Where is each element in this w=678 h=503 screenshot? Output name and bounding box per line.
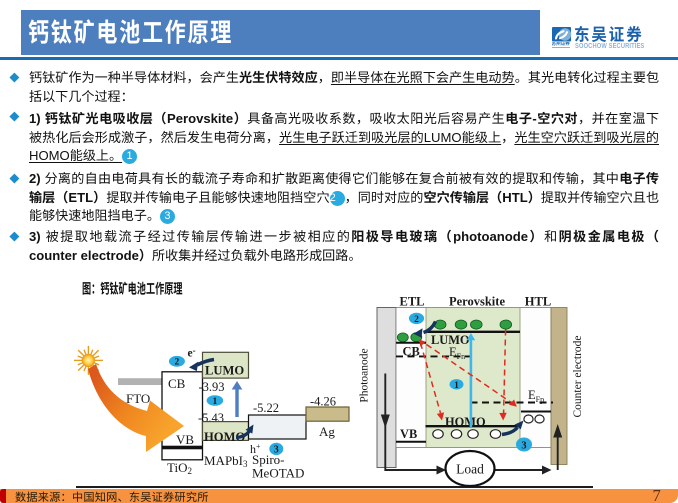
svg-text:3: 3 [274, 445, 279, 456]
svg-text:Spiro-: Spiro- [252, 452, 285, 467]
svg-text:LUMO: LUMO [205, 364, 244, 378]
svg-text:FTO: FTO [126, 391, 150, 406]
svg-text:3: 3 [521, 441, 526, 452]
svg-text:TiO2: TiO2 [167, 460, 192, 476]
svg-text:VB: VB [176, 432, 194, 447]
svg-text:LUMO: LUMO [431, 333, 470, 347]
svg-text:-5.22: -5.22 [253, 401, 279, 415]
svg-text:h+: h+ [250, 442, 261, 456]
svg-text:HOMO: HOMO [445, 415, 486, 429]
svg-text:e-: e- [188, 346, 196, 360]
svg-text:Photoanode: Photoanode [359, 348, 371, 402]
svg-text:Perovskite: Perovskite [449, 295, 505, 309]
svg-text:VB: VB [400, 427, 417, 441]
svg-text:Counter electrode: Counter electrode [572, 335, 584, 417]
svg-text:2: 2 [414, 315, 419, 325]
svg-text:CB: CB [168, 376, 186, 391]
svg-text:HOMO: HOMO [204, 430, 245, 444]
svg-text:-4.26: -4.26 [310, 395, 336, 409]
svg-text:2: 2 [175, 358, 180, 368]
svg-text:CB: CB [403, 345, 420, 359]
svg-text:-3.93: -3.93 [199, 380, 225, 394]
svg-text:MAPbI3: MAPbI3 [204, 453, 248, 469]
svg-text:1: 1 [213, 397, 218, 407]
svg-text:Load: Load [456, 462, 484, 477]
svg-text:Ag: Ag [319, 424, 335, 439]
svg-text:MeOTAD: MeOTAD [252, 466, 304, 481]
svg-text:1: 1 [454, 381, 459, 391]
svg-text:ETL: ETL [399, 295, 424, 309]
svg-text:HTL: HTL [525, 295, 551, 309]
